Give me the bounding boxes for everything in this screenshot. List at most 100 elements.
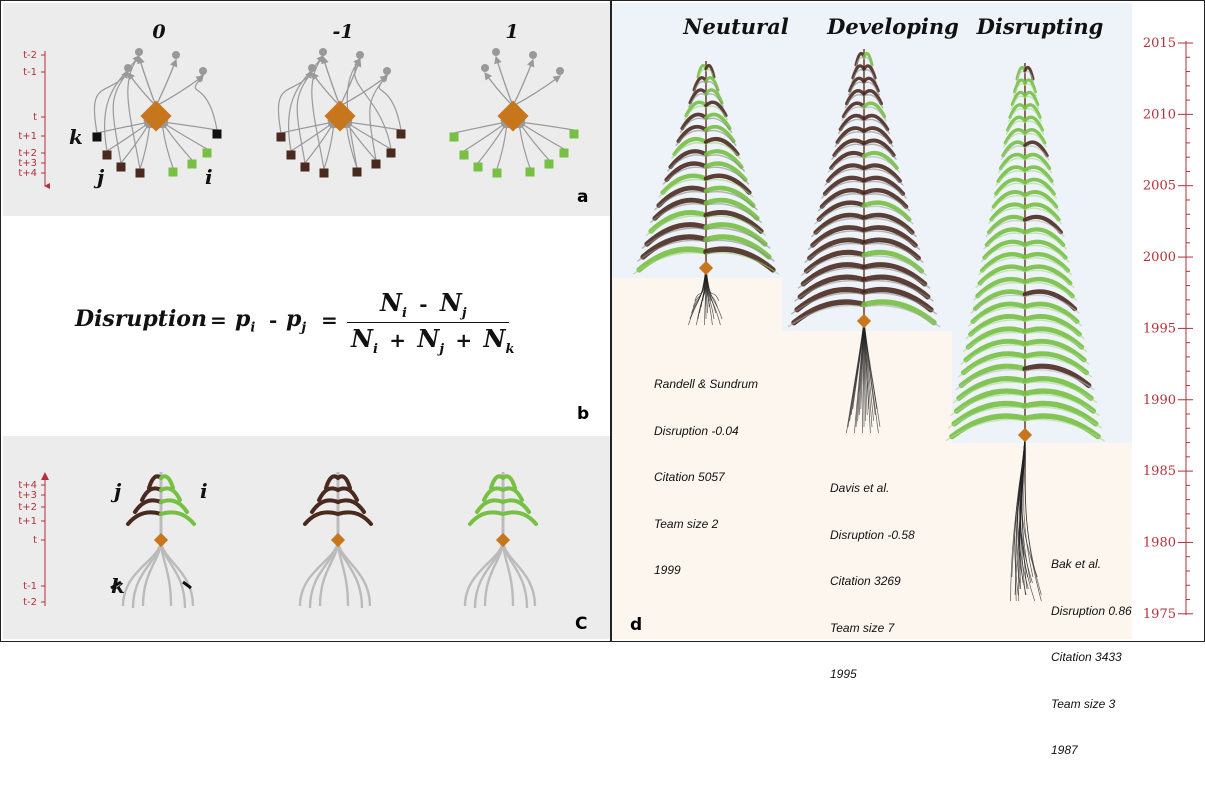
tree-branch — [1023, 152, 1052, 171]
tree-branch — [704, 76, 720, 92]
tree-branch-fringe — [1024, 369, 1095, 391]
paper-annotation-2: Davis et al. Disruption -0.58 Citation 3… — [830, 450, 915, 714]
tree-branch — [975, 276, 1028, 299]
tree-branch-fringe — [1024, 219, 1065, 237]
tree-branch-fringe — [1024, 356, 1093, 378]
tree-branch-fringe — [1024, 244, 1070, 263]
tree-branch-fringe — [1013, 83, 1026, 97]
reference-link — [512, 58, 535, 107]
tree-branch — [688, 88, 708, 105]
formula-den-plus2: + — [455, 328, 473, 352]
tree-branch-fringe — [950, 393, 1026, 416]
tree-title: Neutural — [682, 14, 788, 39]
tree-branch — [810, 225, 867, 248]
tree-branch-fringe — [1024, 182, 1057, 199]
tree-branch-fringe — [1000, 145, 1026, 161]
reference-node — [556, 67, 564, 75]
formula-num-nj: N — [439, 288, 462, 317]
right-branch — [336, 510, 373, 526]
year-label: 2015 — [1143, 36, 1176, 51]
tree-branch — [644, 222, 709, 247]
left-branch — [310, 498, 340, 514]
focal-paper-diamond — [856, 313, 872, 329]
tree-branch — [972, 289, 1028, 312]
tree-branch-fringe — [705, 166, 750, 185]
tree-branch-fringe — [863, 143, 897, 160]
tree-branch-fringe — [705, 117, 733, 134]
paper-1-year: 1999 — [654, 563, 681, 577]
tree-branch — [1022, 376, 1094, 401]
tree-branch — [861, 237, 921, 261]
tree-branch — [861, 249, 925, 274]
time-tick-label: t — [33, 535, 37, 546]
tree-branch — [994, 177, 1027, 196]
tree-branch-fringe — [1024, 170, 1055, 186]
formula-eq1: = — [210, 308, 227, 332]
tree-branch-fringe — [804, 242, 865, 263]
left-branch — [468, 510, 505, 526]
tree-branch — [1022, 239, 1068, 260]
tree-branch — [800, 262, 867, 287]
tree-branch-fringe — [705, 105, 729, 121]
citing-node-brown — [371, 159, 381, 169]
tree-branch-fringe — [794, 280, 865, 302]
left-branch — [303, 510, 340, 526]
tree-branch-fringe — [985, 219, 1026, 237]
time-tick-label: t-2 — [23, 50, 37, 61]
formula-den-nj-sub: j — [439, 341, 445, 357]
tree-branch-fringe — [837, 118, 865, 135]
tree-branch-fringe — [863, 292, 937, 315]
paper-3-name: Bak et al. — [1051, 557, 1102, 571]
tree-branch-fringe — [1024, 344, 1090, 365]
formula-den-nk-sub: k — [505, 341, 515, 357]
tree-branch — [703, 222, 768, 247]
tree-branch-fringe — [993, 182, 1026, 199]
tree-branch — [1022, 413, 1101, 440]
tree-branch — [656, 185, 709, 208]
tree-branch-fringe — [705, 227, 771, 249]
formula-denominator: Ni + Nj + Nk — [351, 324, 514, 357]
citation-link — [139, 120, 154, 170]
citing-node-brown — [319, 168, 329, 178]
tree-branch — [862, 113, 890, 132]
node-label-k: k — [69, 125, 83, 149]
focal-paper-diamond — [698, 260, 714, 276]
tree-branch — [704, 112, 732, 131]
tree-branch-fringe — [962, 331, 1026, 352]
tree-branch-fringe — [998, 157, 1026, 174]
tree-branch — [960, 351, 1028, 376]
tree-branch — [1022, 326, 1085, 350]
year-label: 1995 — [1143, 321, 1176, 336]
tree-branch-fringe — [705, 154, 746, 172]
tree-branch-fringe — [705, 239, 775, 262]
tree-branch-fringe — [1024, 319, 1085, 340]
tree-branch-fringe — [683, 105, 707, 121]
paper-1-team: Team size 2 — [654, 516, 719, 531]
node-label-i: i — [205, 165, 213, 189]
left-branch — [126, 510, 163, 526]
panel-b: Disruption = pi - pj = Ni - Nj Ni + Nj +… — [3, 216, 610, 436]
tree-branch — [1008, 103, 1027, 119]
tree-branch — [861, 188, 909, 209]
formula-p-j-sub: j — [301, 320, 307, 336]
left-branch — [482, 486, 505, 502]
tree-branch-fringe — [970, 294, 1026, 314]
formula-numerator: Ni - Nj — [380, 288, 467, 321]
tree-branch-fringe — [863, 230, 921, 251]
tree-branch — [1022, 214, 1063, 235]
citation-network — [276, 48, 406, 178]
time-tick-label: t+4 — [18, 480, 37, 491]
tree-branch — [1023, 128, 1047, 145]
tree-branch-fringe — [1024, 120, 1045, 135]
reference-link — [484, 71, 514, 107]
formula-den-plus1: + — [389, 328, 407, 352]
paper-2-citation: Citation 3269 — [830, 574, 901, 588]
tree-branch-fringe — [824, 168, 865, 186]
node-label-k: k — [111, 574, 125, 598]
citing-node-green — [544, 159, 554, 169]
tree-branch-fringe — [811, 218, 865, 238]
tree-branch-fringe — [863, 205, 914, 225]
tree-branch — [826, 163, 867, 183]
